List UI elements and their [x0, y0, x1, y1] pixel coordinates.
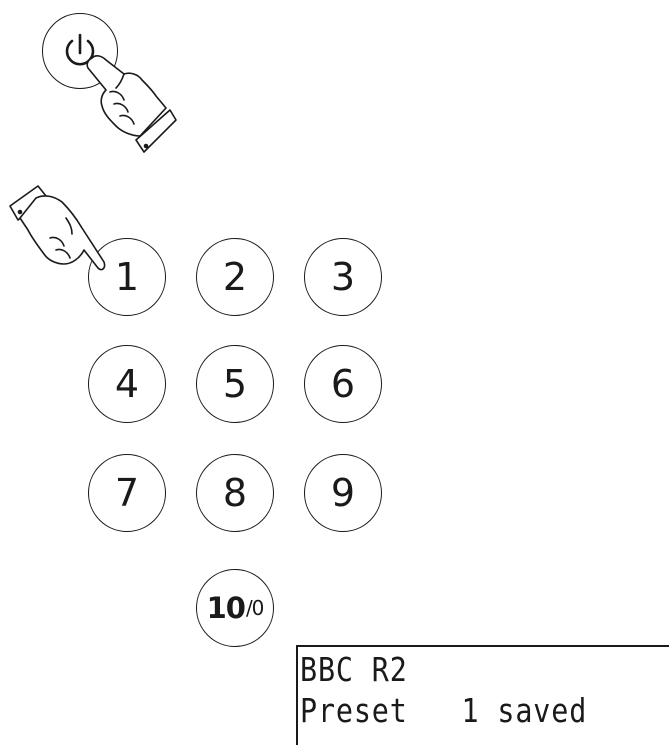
- number-button-9[interactable]: 9: [304, 454, 382, 532]
- number-button-7[interactable]: 7: [88, 454, 166, 532]
- button-label: 10: [207, 594, 245, 623]
- number-button-4[interactable]: 4: [88, 345, 166, 423]
- display-status-text: Preset 1 saved: [300, 694, 587, 727]
- number-button-3[interactable]: 3: [304, 238, 382, 316]
- display-station-name: BBC R2: [300, 653, 408, 686]
- button-label: 7: [115, 474, 139, 512]
- number-button-10-0[interactable]: 10/0: [196, 569, 274, 647]
- number-button-5[interactable]: 5: [196, 345, 274, 423]
- pointing-hand-icon: [80, 44, 190, 164]
- number-button-6[interactable]: 6: [304, 345, 382, 423]
- button-label: 3: [331, 258, 355, 296]
- button-sublabel: /0: [246, 598, 263, 618]
- number-button-8[interactable]: 8: [196, 454, 274, 532]
- button-label: 5: [223, 365, 247, 403]
- pointing-hand-icon: [6, 178, 118, 278]
- number-button-2[interactable]: 2: [196, 238, 274, 316]
- radio-lcd-display: BBC R2 Preset 1 saved: [296, 645, 669, 745]
- button-label: 4: [115, 365, 139, 403]
- button-label: 8: [223, 474, 247, 512]
- button-label: 2: [223, 258, 247, 296]
- button-label: 1: [115, 258, 139, 296]
- button-label: 6: [331, 365, 355, 403]
- button-label: 9: [331, 474, 355, 512]
